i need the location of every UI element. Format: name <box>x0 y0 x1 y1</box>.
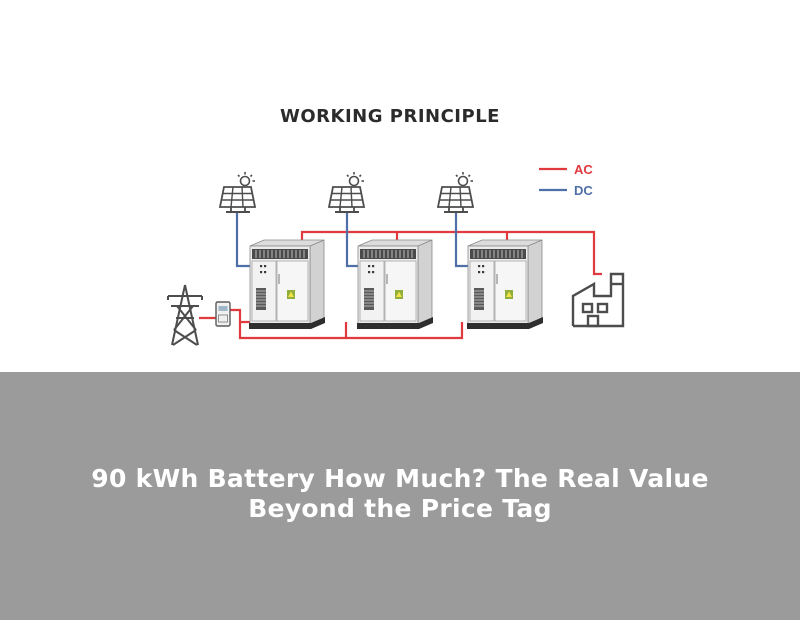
battery-cabinet <box>356 239 434 330</box>
diagram-canvas: AC DC <box>167 162 625 346</box>
solar-panel-icon <box>219 171 256 213</box>
solar-panel-icon <box>437 171 474 213</box>
article-title: 90 kWh Battery How Much? The Real Value … <box>91 464 709 523</box>
diagram-title: WORKING PRINCIPLE <box>280 106 500 127</box>
power-tower-icon <box>167 284 203 346</box>
meter-icon <box>215 301 231 327</box>
legend-dc-label: DC <box>574 183 593 198</box>
factory-icon <box>571 272 625 328</box>
legend: AC DC <box>539 162 593 198</box>
legend-ac-label: AC <box>574 162 593 177</box>
battery-cabinet <box>466 239 544 330</box>
working-principle-diagram: WORKING PRINCIPLE <box>167 106 625 346</box>
battery-cabinet <box>248 239 326 330</box>
dc-lines <box>235 212 468 268</box>
solar-panel-icon <box>328 171 365 213</box>
title-banner: 90 kWh Battery How Much? The Real Value … <box>0 372 800 620</box>
